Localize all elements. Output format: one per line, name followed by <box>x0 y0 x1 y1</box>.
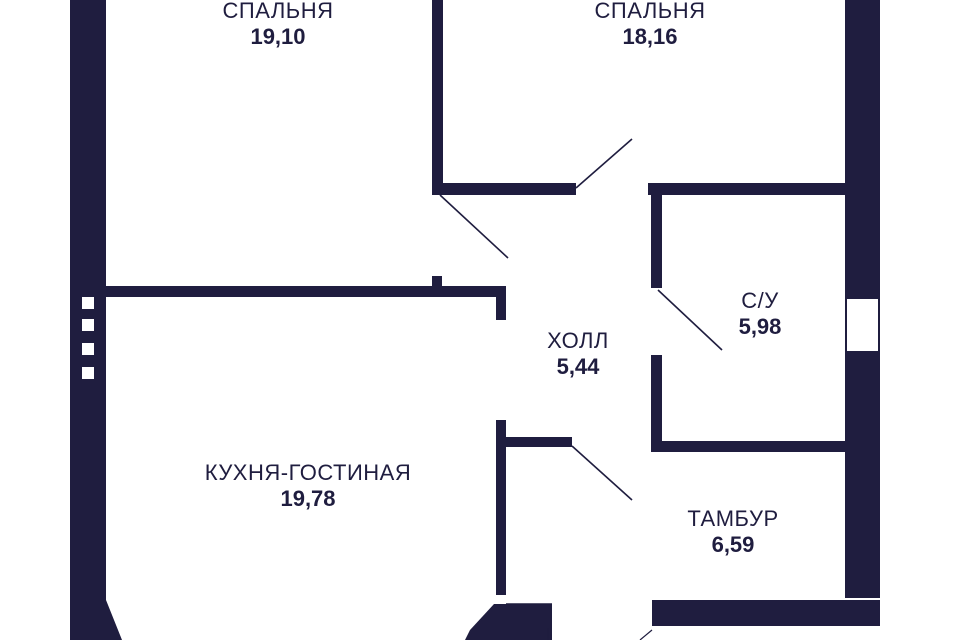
room-name: СПАЛЬНЯ <box>594 0 706 23</box>
bedroom-partition <box>432 0 443 195</box>
room-name: КУХНЯ-ГОСТИНАЯ <box>204 460 412 485</box>
kitchen-top-wall <box>106 286 506 297</box>
room-name: ТАМБУР <box>687 506 779 531</box>
bedroom1-door-swing <box>439 194 509 259</box>
room-label-bedroom-2: СПАЛЬНЯ 18,16 <box>594 0 705 51</box>
bathroom-door-swing <box>657 289 723 351</box>
room-area: 5,98 <box>738 314 782 340</box>
bottom-right-wall <box>652 600 880 626</box>
kitchen-top-wall-stub <box>432 276 442 288</box>
room-label-kitchen-living: КУХНЯ-ГОСТИНАЯ 19,78 <box>205 460 411 513</box>
entry-frame-right <box>639 629 653 640</box>
bedroom2-door-swing <box>575 138 633 189</box>
room-name: СПАЛЬНЯ <box>222 0 334 23</box>
room-label-tambur: ТАМБУР 6,59 <box>687 506 778 559</box>
room-area: 6,59 <box>711 532 755 558</box>
bedroom2-bottom-wall-right <box>648 183 845 195</box>
kitchen-right-wall-lower <box>496 420 506 595</box>
bottom-left-corner <box>70 600 122 640</box>
room-label-hall: ХОЛЛ 5,44 <box>547 328 609 381</box>
room-label-bathroom: С/У 5,98 <box>739 288 782 341</box>
bathroom-left-wall-upper <box>651 190 662 288</box>
bedroom2-bottom-wall <box>432 183 576 195</box>
left-window <box>82 297 94 379</box>
right-exterior-wall-lower <box>845 352 880 598</box>
room-name: С/У <box>741 288 779 313</box>
room-area: 19,78 <box>280 486 336 512</box>
room-area: 18,16 <box>622 24 678 50</box>
room-area: 5,44 <box>556 354 600 380</box>
tambur-top-wall <box>496 437 572 447</box>
room-area: 19,10 <box>250 24 306 50</box>
bathroom-left-wall-lower <box>651 355 662 452</box>
room-label-bedroom-1: СПАЛЬНЯ 19,10 <box>222 0 333 51</box>
room-name: ХОЛЛ <box>547 328 609 353</box>
tambur-door-swing <box>571 445 633 501</box>
right-exterior-wall <box>845 0 880 298</box>
bathroom-bottom-wall <box>651 441 845 452</box>
kitchen-right-wall-upper <box>496 286 506 320</box>
bottom-middle-corner <box>465 604 552 640</box>
right-window <box>845 297 880 353</box>
